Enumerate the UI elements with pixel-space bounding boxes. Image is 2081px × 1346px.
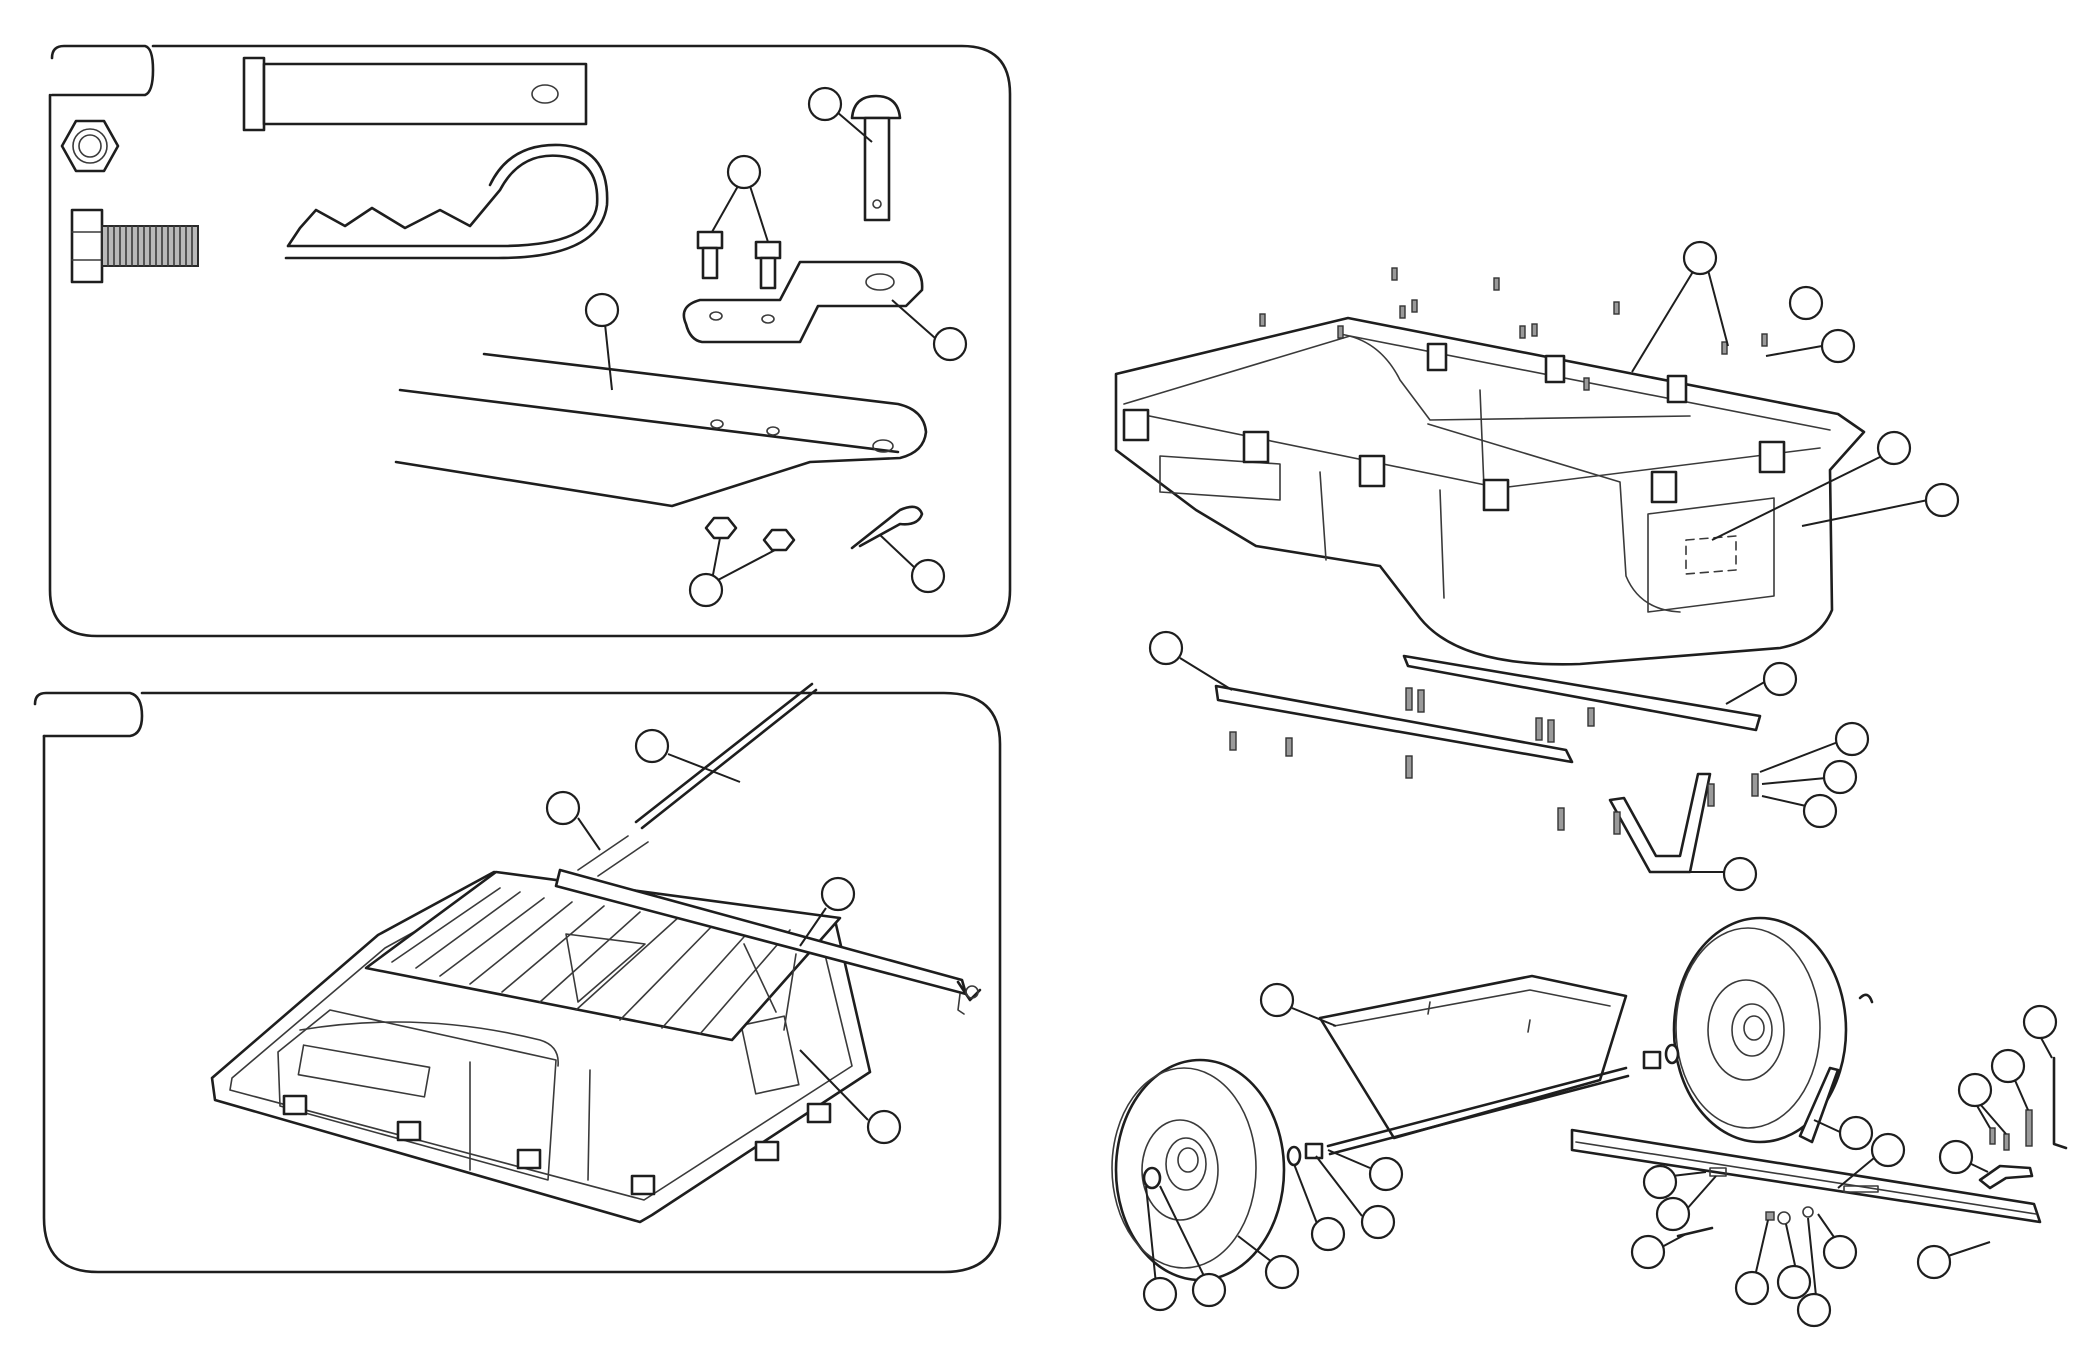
dump-plate-icon bbox=[1318, 974, 1628, 1140]
tongue-bar-assembled-icon bbox=[554, 868, 982, 1015]
axle-bracket-icon bbox=[1608, 772, 1712, 874]
callout-circle bbox=[1655, 1196, 1691, 1232]
callout-circle bbox=[584, 292, 620, 328]
callout-circle bbox=[1264, 1254, 1300, 1290]
callout-circle bbox=[1788, 285, 1824, 321]
tub-assembly bbox=[1114, 240, 1960, 892]
hitch-bracket-small-icon bbox=[1978, 1164, 2034, 1190]
panel-border bbox=[48, 44, 1012, 638]
callout-circle bbox=[807, 86, 843, 122]
callout-circle bbox=[1762, 661, 1798, 697]
callout-circle bbox=[1630, 1234, 1666, 1270]
hardware-callouts bbox=[584, 86, 968, 608]
tongue-frame-icon bbox=[1570, 1128, 2042, 1224]
callout-circle bbox=[820, 876, 856, 912]
hairpin-cotter-icon bbox=[284, 143, 609, 260]
callout-circle bbox=[1938, 1139, 1974, 1175]
callout-circle bbox=[1259, 982, 1295, 1018]
axle-wheel-assembly bbox=[1111, 916, 2068, 1328]
clevis-pin-icon bbox=[850, 94, 902, 222]
spacer-washer-icons bbox=[1286, 993, 1874, 1167]
panel-tab bbox=[33, 691, 144, 738]
callout-circle bbox=[1820, 328, 1856, 364]
tub-callouts bbox=[1148, 240, 1960, 892]
frame-rail-icon bbox=[1214, 684, 1574, 764]
callout-circle bbox=[1822, 1234, 1858, 1270]
hinge-pin-icon bbox=[577, 835, 649, 877]
cotter-pin-icon bbox=[850, 505, 924, 550]
panel-tab bbox=[50, 44, 155, 97]
nut-washer-icons bbox=[1229, 687, 1759, 835]
stand-leg-icon bbox=[1798, 1066, 1840, 1144]
callout-circle bbox=[1142, 1276, 1178, 1312]
callout-circle bbox=[1876, 430, 1912, 466]
callout-circle bbox=[1148, 630, 1184, 666]
axle-callouts bbox=[1142, 982, 2058, 1328]
callout-circle bbox=[1360, 1204, 1396, 1240]
callout-circle bbox=[1870, 1132, 1906, 1168]
hardware-panel bbox=[48, 44, 1012, 638]
callout-circle bbox=[1838, 1115, 1874, 1151]
wheel-left-icon bbox=[1111, 1058, 1286, 1282]
callout-circle bbox=[1368, 1156, 1404, 1192]
hex-bolt-icon bbox=[70, 208, 199, 284]
callout-circle bbox=[1916, 1244, 1952, 1280]
callout-circle bbox=[910, 558, 946, 594]
hitch-assembly-callouts bbox=[545, 728, 902, 1145]
callout-circle bbox=[1796, 1292, 1832, 1328]
callout-circle bbox=[1822, 759, 1858, 795]
callout-circle bbox=[2022, 1004, 2058, 1040]
callout-circle bbox=[1722, 856, 1758, 892]
callout-circle bbox=[545, 790, 581, 826]
callout-circle bbox=[1734, 1270, 1770, 1306]
tub-clip-icons bbox=[1122, 342, 1786, 512]
callout-circle bbox=[688, 572, 724, 608]
callout-circle bbox=[634, 728, 670, 764]
callout-circle bbox=[1191, 1272, 1227, 1308]
tongue-bar-icon bbox=[394, 352, 928, 508]
tub-bolt-icons bbox=[1259, 267, 1768, 391]
hitch-assembly-panel bbox=[33, 682, 1002, 1274]
hex-nut-icon bbox=[60, 119, 120, 173]
callout-circle bbox=[1990, 1048, 2026, 1084]
callout-circle bbox=[1682, 240, 1718, 276]
callout-circle bbox=[1834, 721, 1870, 757]
hitch-pin-icon bbox=[242, 56, 588, 132]
frame-rail-icon bbox=[1402, 654, 1762, 732]
axle-rod-icon bbox=[634, 682, 818, 830]
callout-circle bbox=[1642, 1164, 1678, 1200]
panel-border bbox=[42, 691, 1002, 1274]
callout-circle bbox=[726, 154, 762, 190]
hitch-bracket-icon bbox=[682, 260, 924, 344]
wheel-right-icon bbox=[1672, 916, 1848, 1144]
callout-circle bbox=[1802, 793, 1838, 829]
callout-circle bbox=[1776, 1264, 1812, 1300]
callout-circle bbox=[866, 1109, 902, 1145]
lock-nut-icon bbox=[704, 516, 796, 552]
axle-icon bbox=[1326, 1066, 1630, 1156]
callout-circle bbox=[1957, 1072, 1993, 1108]
callout-circle bbox=[1310, 1216, 1346, 1252]
callout-circle bbox=[1924, 482, 1960, 518]
callout-circle bbox=[932, 326, 968, 362]
